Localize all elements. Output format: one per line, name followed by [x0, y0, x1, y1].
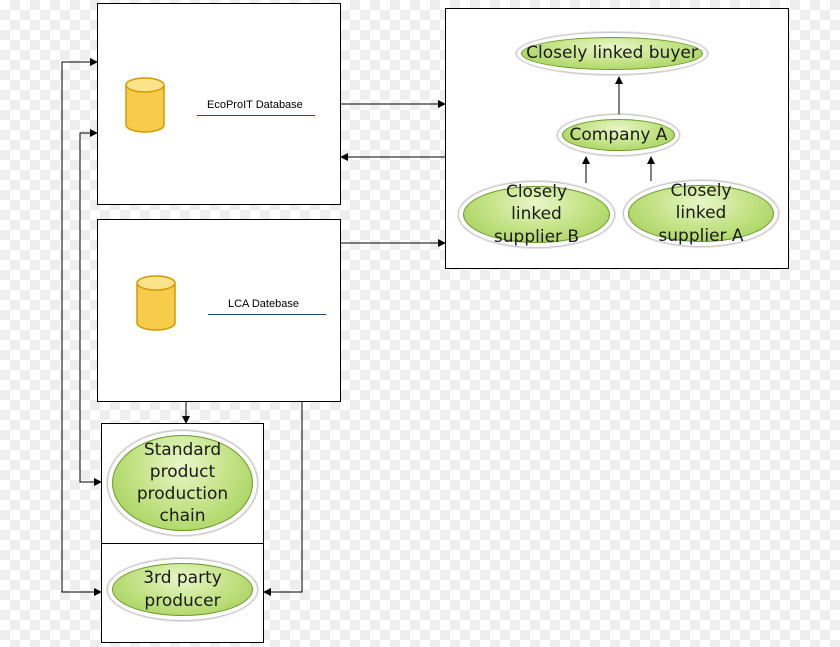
ecoproit-database-underline: [197, 115, 315, 116]
ecoproit-database-icon: [125, 77, 165, 133]
company-a-node: Company A: [557, 114, 680, 156]
arrow-lca-to-third-party: [263, 402, 303, 596]
arrow-loop-outer: [61, 58, 101, 593]
closely-linked-supplier-b-node: Closely linked supplier B: [458, 181, 615, 248]
closely-linked-supplier-b-label: Closely linked supplier B: [463, 182, 610, 247]
third-party-node: 3rd party producer: [107, 558, 258, 621]
lca-database-icon: [136, 275, 176, 331]
third-party-label: 3rd party producer: [112, 563, 253, 616]
standard-chain-label: Standard product production chain: [112, 435, 253, 531]
company-a-label: Company A: [562, 119, 675, 151]
ecoproit-database-label: EcoProIT Database: [207, 99, 303, 111]
closely-linked-supplier-a-node: Closely linked supplier A: [623, 180, 779, 247]
arrow-loop-inner: [79, 129, 101, 483]
standard-chain-node: Standard product production chain: [107, 430, 258, 536]
lca-database-underline: [208, 314, 326, 315]
lca-database-label: LCA Datebase: [228, 298, 299, 310]
closely-linked-supplier-a-label: Closely linked supplier A: [628, 181, 774, 246]
closely-linked-buyer-label: Closely linked buyer: [521, 37, 703, 70]
closely-linked-buyer-node: Closely linked buyer: [516, 32, 708, 75]
